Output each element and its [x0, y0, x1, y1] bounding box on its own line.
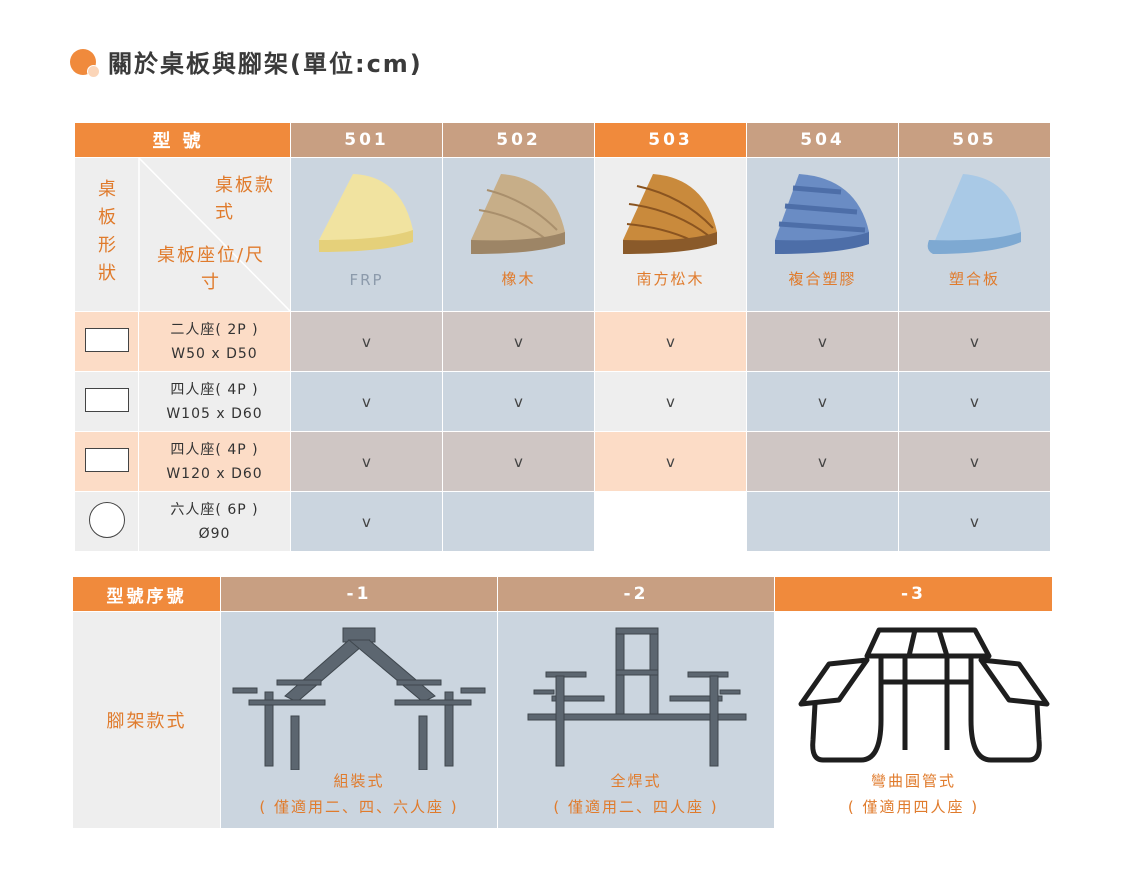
check-501: v: [290, 491, 443, 552]
shape-cell: [74, 311, 139, 372]
check-505: v: [898, 311, 1051, 372]
material-composite-cell: 複合塑膠: [746, 157, 899, 312]
check-502: v: [442, 431, 595, 492]
material-oak-label: 橡木: [501, 270, 536, 288]
check-502: [442, 491, 595, 552]
seat-size-cell: 四人座( 4P ) W105 x D60: [138, 371, 291, 432]
check-503: v: [594, 311, 747, 372]
seat-count-label: 二人座( 2P ): [170, 321, 259, 338]
frp-swatch-image: [319, 174, 413, 252]
assembled-frame-image: [232, 627, 486, 770]
model-502-header: 502: [442, 122, 595, 158]
check-503: [594, 491, 747, 552]
pine-swatch-image: [623, 174, 717, 254]
table-row: 六人座( 6P ) Ø90 v v: [74, 491, 1051, 552]
diagonal-divider: [138, 158, 290, 311]
rect-medium-icon: [84, 387, 129, 412]
frame-assembled-cell: 組裝式 ( 僅適用二、四、六人座 ): [220, 611, 498, 829]
title-bullet-icon: [70, 45, 104, 79]
seat-count-label: 四人座( 4P ): [170, 381, 259, 398]
rect-large-icon: [84, 447, 129, 472]
size-label: Ø90: [198, 525, 231, 542]
frame-curved-name: 彎曲圓管式: [870, 772, 956, 790]
check-505: v: [898, 431, 1051, 492]
frame-assembled-note: ( 僅適用二、四、六人座 ): [259, 798, 459, 816]
size-label: W120 x D60: [166, 465, 263, 482]
model-suffix-header: 型號序號: [72, 576, 221, 612]
frame-welded-name: 全焊式: [610, 772, 662, 790]
check-504: v: [746, 371, 899, 432]
suffix-3-header: -3: [774, 576, 1053, 612]
material-oak-cell: 橡木: [442, 157, 595, 312]
diagonal-header-cell: 桌板形狀 桌板款式 桌板座位/尺寸: [74, 157, 291, 312]
frame-style-label: 腳架款式: [72, 611, 221, 829]
composite-swatch-image: [775, 174, 869, 254]
material-frp-cell: FRP: [290, 157, 443, 312]
page-title-text: 關於桌板與腳架(單位:cm): [108, 50, 423, 78]
shape-cell: [74, 431, 139, 492]
seat-size-cell: 二人座( 2P ) W50 x D50: [138, 311, 291, 372]
model-505-header: 505: [898, 122, 1051, 158]
seat-size-cell: 六人座( 6P ) Ø90: [138, 491, 291, 552]
check-502: v: [442, 311, 595, 372]
material-composite-label: 複合塑膠: [788, 270, 857, 288]
check-502: v: [442, 371, 595, 432]
curved-tube-frame-image: [798, 627, 1050, 763]
material-particleboard-cell: 塑合板: [898, 157, 1051, 312]
table-row: 四人座( 4P ) W120 x D60 v v v v v: [74, 431, 1051, 492]
material-particleboard-label: 塑合板: [948, 270, 1000, 288]
size-label: W105 x D60: [166, 405, 263, 422]
model-503-header: 503: [594, 122, 747, 158]
material-pine-cell: 南方松木: [594, 157, 747, 312]
rect-small-icon: [84, 327, 129, 352]
table-row: 四人座( 4P ) W105 x D60 v v v v v: [74, 371, 1051, 432]
welded-frame-image: [527, 627, 747, 767]
check-501: v: [290, 311, 443, 372]
shape-cell: [74, 491, 139, 552]
frame-row: 腳架款式 組裝式: [72, 611, 1053, 829]
check-505: v: [898, 371, 1051, 432]
frame-welded-cell: 全焊式 ( 僅適用二、四人座 ): [497, 611, 775, 829]
frame-curved-cell: 彎曲圓管式 ( 僅適用四人座 ): [774, 611, 1053, 829]
check-504: [746, 491, 899, 552]
seat-count-label: 六人座( 6P ): [170, 501, 259, 518]
suffix-1-header: -1: [220, 576, 498, 612]
seat-count-label: 四人座( 4P ): [170, 441, 259, 458]
model-504-header: 504: [746, 122, 899, 158]
particleboard-swatch-image: [927, 174, 1021, 254]
check-503: v: [594, 431, 747, 492]
check-504: v: [746, 431, 899, 492]
shape-cell: [74, 371, 139, 432]
material-row: 桌板形狀 桌板款式 桌板座位/尺寸 FRP 橡木 南: [74, 157, 1051, 312]
frame-welded-note: ( 僅適用二、四人座 ): [553, 798, 719, 816]
tabletop-seat-size-label: 桌板座位/尺寸: [156, 245, 266, 293]
check-505: v: [898, 491, 1051, 552]
suffix-2-header: -2: [497, 576, 775, 612]
model-501-header: 501: [290, 122, 443, 158]
size-label: W50 x D50: [171, 345, 258, 362]
material-pine-label: 南方松木: [636, 270, 705, 288]
frame-table: 型號序號 -1 -2 -3 腳架款式: [72, 576, 1053, 829]
oak-swatch-image: [471, 174, 565, 254]
tabletop-shape-label: 桌板形狀: [98, 179, 116, 284]
tabletop-style-label: 桌板款式: [215, 175, 275, 223]
check-503: v: [594, 371, 747, 432]
check-501: v: [290, 371, 443, 432]
tabletop-table: 型號 501 502 503 504 505 桌板形狀 桌板款式 桌板座位/尺寸…: [74, 122, 1051, 552]
material-frp-label: FRP: [349, 271, 384, 289]
seat-size-cell: 四人座( 4P ) W120 x D60: [138, 431, 291, 492]
table-row: 二人座( 2P ) W50 x D50 v v v v v: [74, 311, 1051, 372]
check-501: v: [290, 431, 443, 492]
model-header-row: 型號 501 502 503 504 505: [74, 122, 1051, 158]
frame-assembled-name: 組裝式: [333, 772, 385, 790]
model-header: 型號: [74, 122, 291, 158]
page-title: 關於桌板與腳架(單位:cm): [70, 44, 423, 79]
circle-icon: [88, 501, 125, 538]
check-504: v: [746, 311, 899, 372]
frame-header-row: 型號序號 -1 -2 -3: [72, 576, 1053, 612]
frame-curved-note: ( 僅適用四人座 ): [847, 798, 980, 816]
